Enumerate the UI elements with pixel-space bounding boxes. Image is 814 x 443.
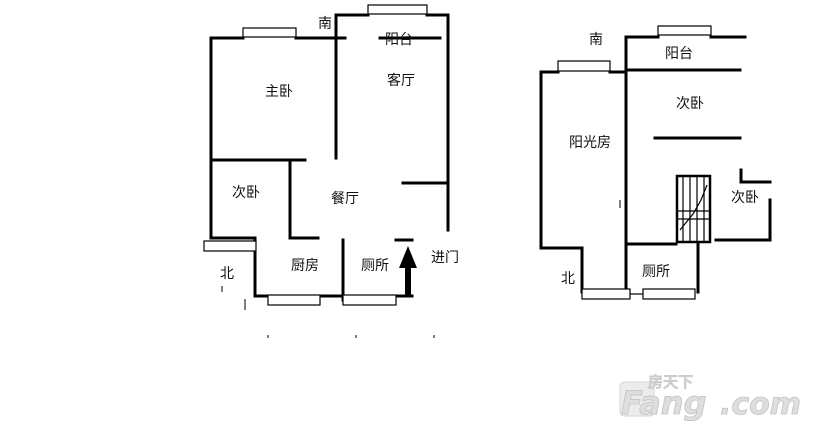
- label-right-toilet: 厕所: [642, 264, 670, 280]
- fang-logo-icon: Fang: [619, 381, 707, 422]
- entrance-arrow-icon: [399, 246, 417, 296]
- left-floor-plan: 南 阳台 客厅 主卧 次卧 餐厅 厨房 厕所 进门 北: [203, 4, 459, 338]
- label-dining-room: 餐厅: [331, 191, 359, 207]
- label-sunroom: 阳光房: [569, 135, 611, 151]
- label-master-bedroom: 主卧: [265, 84, 293, 100]
- right-window-toilet: [642, 288, 696, 300]
- left-plan-walls: [209, 13, 450, 302]
- left-window-north: [203, 240, 257, 252]
- label-right-north: 北: [561, 271, 575, 287]
- label-left-balcony: 阳台: [385, 32, 413, 48]
- left-window-toilet: [342, 294, 397, 306]
- right-floor-plan: 南 阳台 次卧 阳光房 次卧 厕所 北: [539, 25, 772, 300]
- left-window-top: [242, 27, 297, 38]
- label-right-second-bedroom-side: 次卧: [731, 190, 759, 206]
- right-window-balcony: [657, 25, 712, 36]
- label-right-south: 南: [589, 32, 603, 48]
- label-kitchen: 厨房: [291, 258, 319, 274]
- label-entrance: 进门: [431, 250, 459, 266]
- label-left-north: 北: [220, 266, 234, 282]
- label-left-toilet: 厕所: [361, 258, 389, 274]
- label-left-south: 南: [318, 16, 332, 32]
- left-window-balcony: [367, 4, 428, 15]
- watermark-domain: .com: [720, 387, 801, 422]
- left-window-kitchen: [267, 294, 321, 306]
- right-plan-walls: [539, 35, 772, 294]
- label-left-second-bedroom: 次卧: [232, 185, 260, 201]
- watermark-brand: Fang: [621, 384, 706, 422]
- staircase-icon: [675, 174, 712, 244]
- label-right-balcony: 阳台: [665, 46, 693, 62]
- right-window-sunroom: [557, 60, 611, 72]
- label-right-second-bedroom-top: 次卧: [676, 96, 704, 112]
- right-window-north: [581, 288, 631, 300]
- label-left-living-room: 客厅: [387, 72, 415, 89]
- fang-watermark: Fang 房天下 .com: [619, 373, 801, 422]
- watermark-cn: 房天下: [648, 373, 693, 391]
